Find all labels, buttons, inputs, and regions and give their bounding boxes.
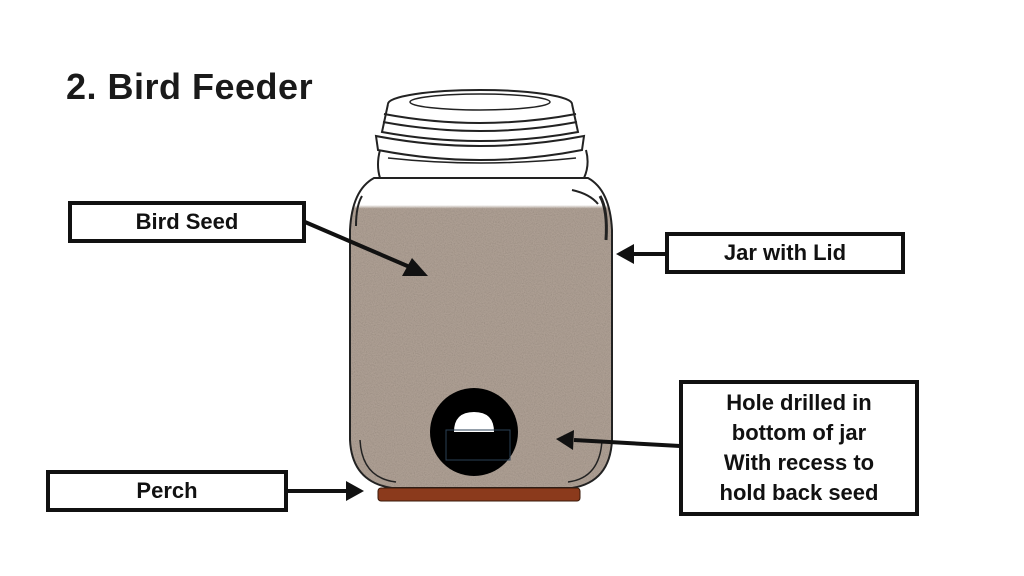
arrow-bird-seed bbox=[304, 220, 413, 270]
label-hole: Hole drilled in bottom of jar With reces… bbox=[679, 380, 919, 516]
perch-bar bbox=[377, 487, 581, 502]
arrow-bird-seed-head bbox=[402, 258, 428, 276]
arrows bbox=[288, 220, 681, 501]
page-title: 2. Bird Feeder bbox=[66, 66, 314, 107]
arrow-hole bbox=[573, 438, 681, 448]
label-perch-text: Perch bbox=[136, 478, 198, 503]
arrow-perch-head bbox=[346, 481, 364, 501]
label-hole-line1: Hole drilled in bbox=[726, 390, 872, 415]
label-perch: Perch bbox=[46, 470, 288, 512]
label-hole-line3: With recess to bbox=[723, 450, 875, 475]
label-hole-line2: bottom of jar bbox=[731, 420, 867, 445]
label-jar-with-lid-text: Jar with Lid bbox=[723, 240, 847, 265]
label-jar-with-lid: Jar with Lid bbox=[665, 232, 905, 274]
label-bird-seed-text: Bird Seed bbox=[135, 209, 239, 234]
jar-lid bbox=[374, 89, 586, 161]
label-bird-seed: Bird Seed bbox=[68, 201, 306, 243]
label-hole-line4: hold back seed bbox=[719, 480, 879, 505]
drilled-hole bbox=[430, 388, 518, 476]
arrow-hole-head bbox=[556, 430, 574, 450]
arrow-jar-lid-head bbox=[616, 244, 634, 264]
